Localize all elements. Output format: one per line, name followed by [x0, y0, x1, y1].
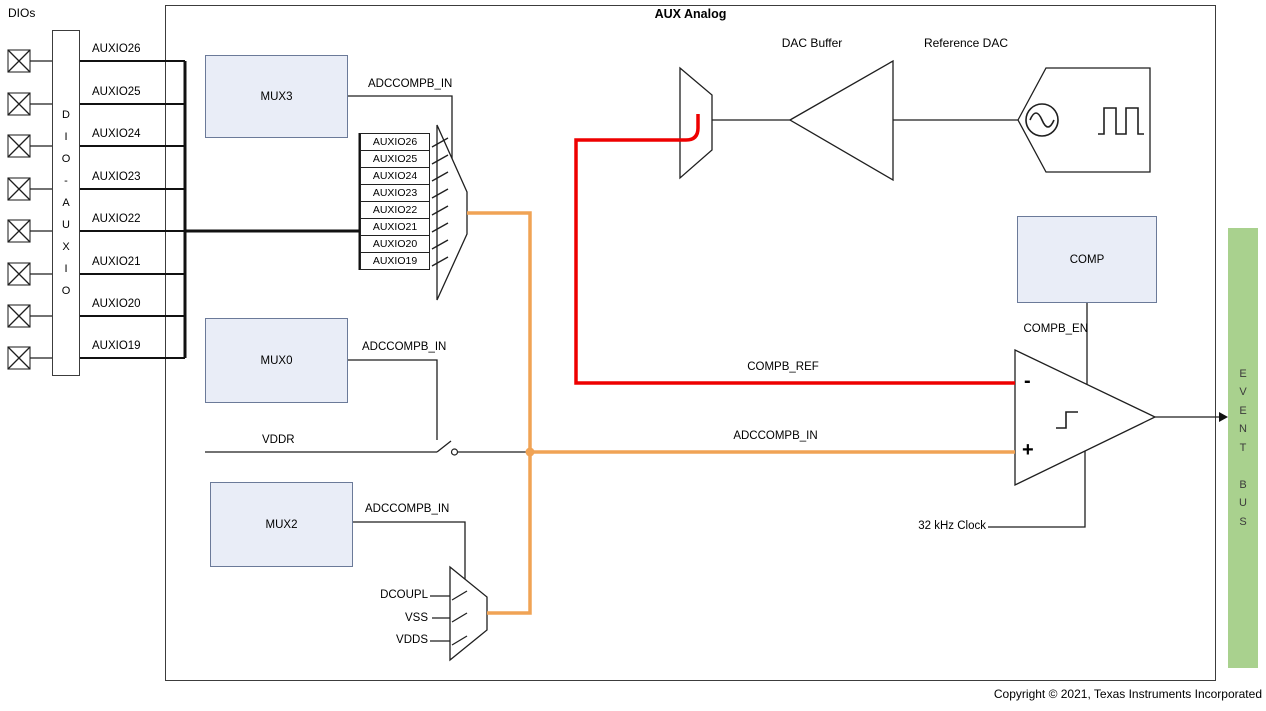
- switch-icon: [451, 612, 468, 623]
- comp-block: COMP: [1017, 216, 1157, 303]
- wire-mux3-control: [348, 95, 453, 163]
- control-wires: [205, 95, 1219, 642]
- comparator-symbol: [1014, 348, 1157, 487]
- vddr-switch-icon: [436, 440, 452, 453]
- dios-label: DIOs: [8, 6, 36, 20]
- adccompb-in-mux0-label: ADCCOMPB_IN: [362, 341, 447, 353]
- mux0-block: MUX0: [205, 318, 348, 403]
- ref-select-mux-trapezoid: [449, 565, 488, 662]
- mux-input-auxio26: AUXIO26: [360, 133, 430, 151]
- dio-pin-icon: [7, 134, 52, 158]
- auxio21-label: AUXIO21: [92, 256, 141, 268]
- dcoupl-label: DCOUPL: [380, 589, 428, 601]
- vddr-switch-contact-icon: [450, 448, 459, 456]
- page-title: AUX Analog: [654, 7, 727, 21]
- auxio25-label: AUXIO25: [92, 86, 141, 98]
- hysteresis-icon: [1056, 411, 1078, 429]
- copyright-text: Copyright © 2021, Texas Instruments Inco…: [993, 687, 1262, 701]
- auxio20-label: AUXIO20: [92, 298, 141, 310]
- mux-input-auxio21: AUXIO21: [360, 218, 430, 236]
- switch-icon: [431, 222, 449, 233]
- dio-pin-icon: [7, 346, 52, 370]
- wire-adccompb-in-vertical: [467, 211, 532, 615]
- switch-icon: [431, 239, 449, 250]
- reference-dac-symbol: [1017, 67, 1151, 173]
- wire-adccompb-in-net: [467, 211, 1015, 615]
- auxio26-label: AUXIO26: [92, 43, 141, 55]
- mux-input-auxio20: AUXIO20: [360, 235, 430, 253]
- dio-pin-icon: [7, 92, 52, 116]
- compb-ref-label: COMPB_REF: [747, 361, 819, 373]
- wire-mux2-control: [353, 521, 466, 582]
- switch-icon: [431, 205, 449, 216]
- right-arrowhead-icon: [1219, 412, 1228, 422]
- switch-icon: [431, 154, 449, 165]
- auxio-mux-trapezoid: [436, 124, 468, 301]
- dio-pads: [7, 49, 52, 370]
- wire-32khz-clock: [988, 448, 1086, 528]
- wire-compb-ref: [574, 114, 1015, 385]
- switch-icon: [431, 171, 449, 182]
- dio-pin-icon: [7, 219, 52, 243]
- mux-input-auxio25: AUXIO25: [360, 150, 430, 168]
- vddr-label: VDDR: [262, 434, 295, 446]
- switch-icon: [431, 256, 449, 267]
- clock-32khz-label: 32 kHz Clock: [918, 520, 986, 532]
- vdds-label: VDDS: [396, 634, 428, 646]
- dio-pin-icon: [7, 177, 52, 201]
- mux-input-auxio23: AUXIO23: [360, 184, 430, 202]
- switch-icon: [451, 635, 468, 646]
- dio-pin-icon: [7, 304, 52, 328]
- auxio24-label: AUXIO24: [92, 128, 141, 140]
- auxio22-label: AUXIO22: [92, 213, 141, 225]
- adccompb-in-mux3-label: ADCCOMPB_IN: [368, 78, 453, 90]
- switch-icon: [451, 590, 468, 601]
- switch-icon: [431, 188, 449, 199]
- mux-input-auxio22: AUXIO22: [360, 201, 430, 219]
- comparator-minus-input: -: [1024, 370, 1031, 392]
- mux3-block: MUX3: [205, 55, 348, 138]
- dac-buffer-symbol: [788, 59, 894, 182]
- dio-auxio-block: D I O - A U X I O: [52, 30, 80, 376]
- vss-label: VSS: [404, 612, 428, 624]
- reference-dac-label: Reference DAC: [923, 36, 1009, 50]
- mux-input-auxio19: AUXIO19: [360, 252, 430, 270]
- adccompb-in-mux2-label: ADCCOMPB_IN: [365, 503, 450, 515]
- dio-pin-icon: [7, 262, 52, 286]
- wire-mux0-control: [348, 359, 438, 440]
- dac-buffer-label: DAC Buffer: [781, 36, 843, 50]
- compb-en-label: COMPB_EN: [1023, 323, 1088, 335]
- comparator-plus-input: +: [1022, 439, 1034, 461]
- switch-icon: [431, 137, 449, 148]
- mux-switch-icons: [431, 137, 468, 646]
- aux-analog-boundary: [165, 5, 1216, 681]
- auxio23-label: AUXIO23: [92, 171, 141, 183]
- square-wave-icon: [1098, 107, 1144, 135]
- auxio19-label: AUXIO19: [92, 340, 141, 352]
- net-junction-dot: [525, 447, 535, 457]
- sine-wave-icon: [1025, 103, 1059, 137]
- event-bus-bar: E V E N T B U S: [1228, 228, 1258, 668]
- sine-wave-icon: [1029, 112, 1055, 128]
- dio-pin-icon: [7, 49, 52, 73]
- mux2-block: MUX2: [210, 482, 353, 567]
- symbols: [436, 59, 1157, 662]
- dac-output-mux-trapezoid: [679, 66, 713, 180]
- mux-input-auxio24: AUXIO24: [360, 167, 430, 185]
- adccompb-in-main-label: ADCCOMPB_IN: [733, 430, 818, 442]
